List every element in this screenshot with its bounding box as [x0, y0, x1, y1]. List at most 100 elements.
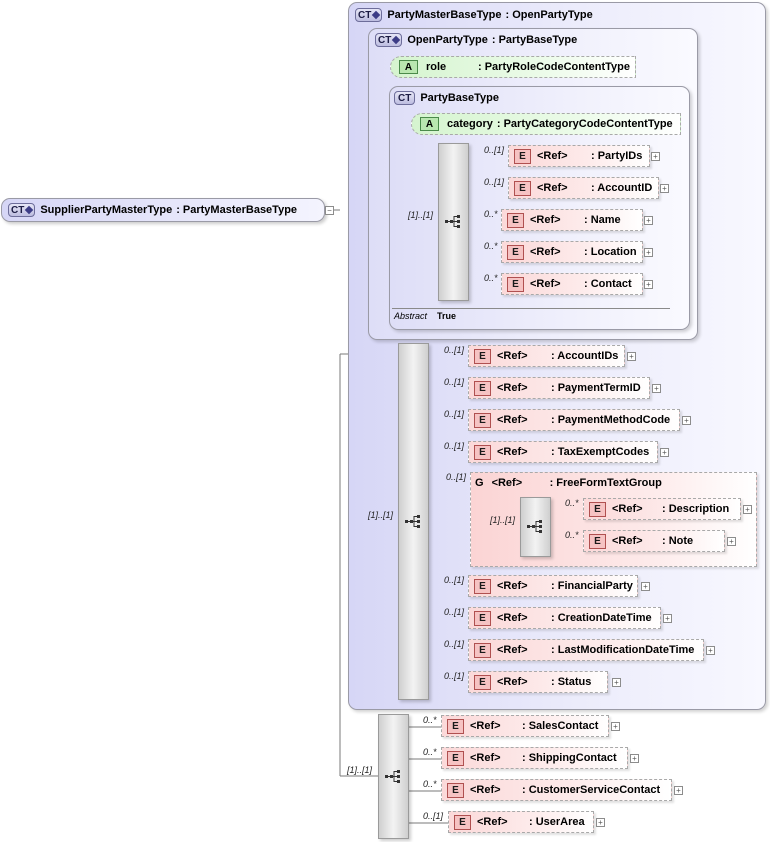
expand-icon[interactable]: +: [644, 248, 653, 257]
attribute-type: : PartyCategoryCodeContentType: [496, 118, 673, 130]
element-status[interactable]: E <Ref> : Status: [468, 671, 608, 693]
element-location[interactable]: E <Ref> : Location: [501, 241, 643, 263]
element-description[interactable]: E <Ref> : Description: [583, 498, 741, 520]
complex-type-icon: CT: [375, 33, 403, 47]
element-payment-term-id[interactable]: E <Ref> : PaymentTermID: [468, 377, 650, 399]
sequence-compositor[interactable]: [398, 343, 429, 700]
open-party-type-header: CT OpenPartyType : PartyBaseType: [375, 33, 577, 47]
element-name: : PartyIDs: [591, 150, 643, 162]
expand-icon[interactable]: +: [663, 614, 672, 623]
element-user-area[interactable]: E <Ref> : UserArea: [448, 811, 594, 833]
expand-icon[interactable]: +: [743, 505, 752, 514]
collapse-icon[interactable]: −: [325, 206, 334, 215]
element-name: : ShippingContact: [522, 752, 617, 764]
cardinality: 0..[1]: [444, 639, 465, 649]
element-name[interactable]: E <Ref> : Name: [501, 209, 643, 231]
cardinality: 0..[1]: [484, 145, 505, 155]
divider: [392, 308, 670, 309]
expand-icon[interactable]: +: [644, 280, 653, 289]
element-account-id[interactable]: E <Ref> : AccountID: [508, 177, 659, 199]
attribute-role[interactable]: A role : PartyRoleCodeContentType: [390, 56, 636, 78]
element-contact[interactable]: E <Ref> : Contact: [501, 273, 643, 295]
ref-label: <Ref>: [612, 503, 643, 515]
element-name: : Status: [551, 676, 592, 688]
expand-icon[interactable]: +: [660, 184, 669, 193]
element-financial-party[interactable]: E <Ref> : FinancialParty: [468, 575, 638, 597]
expand-icon[interactable]: +: [612, 678, 621, 687]
element-name: : Note: [662, 535, 694, 547]
expand-icon[interactable]: +: [674, 786, 683, 795]
cardinality: 0..*: [565, 530, 579, 540]
element-creation-date-time[interactable]: E <Ref> : CreationDateTime: [468, 607, 661, 629]
expand-icon[interactable]: +: [611, 722, 620, 731]
element-name: : CreationDateTime: [551, 612, 652, 624]
ref-label: <Ref>: [497, 382, 528, 394]
element-icon: E: [447, 718, 464, 734]
element-icon: E: [474, 412, 491, 428]
element-name: : CustomerServiceContact: [522, 784, 661, 796]
abstract-value: True: [437, 311, 457, 321]
element-icon: E: [474, 610, 491, 626]
party-master-base-type-header: CT PartyMasterBaseType : OpenPartyType: [355, 8, 593, 22]
element-name: : AccountIDs: [551, 350, 619, 362]
element-tax-exempt-codes[interactable]: E <Ref> : TaxExemptCodes: [468, 441, 658, 463]
group-name: : FreeFormTextGroup: [549, 477, 662, 489]
element-name: : SalesContact: [522, 720, 599, 732]
expand-icon[interactable]: +: [727, 537, 736, 546]
element-name: : AccountID: [591, 182, 653, 194]
expand-icon[interactable]: +: [652, 384, 661, 393]
ref-label: <Ref>: [497, 580, 528, 592]
element-icon: E: [474, 348, 491, 364]
element-icon: E: [514, 180, 531, 196]
expand-icon[interactable]: +: [682, 416, 691, 425]
element-last-modification-date-time[interactable]: E <Ref> : LastModificationDateTime: [468, 639, 704, 661]
root-complex-type[interactable]: CT SupplierPartyMasterType : PartyMaster…: [1, 198, 325, 222]
element-icon: E: [514, 148, 531, 164]
element-payment-method-code[interactable]: E <Ref> : PaymentMethodCode: [468, 409, 680, 431]
ref-label: <Ref>: [491, 477, 523, 489]
expand-icon[interactable]: +: [641, 582, 650, 591]
element-name: : LastModificationDateTime: [551, 644, 695, 656]
sequence-compositor[interactable]: [378, 714, 409, 839]
expand-icon[interactable]: +: [630, 754, 639, 763]
element-account-ids[interactable]: E <Ref> : AccountIDs: [468, 345, 625, 367]
cardinality: 0..*: [423, 747, 437, 757]
expand-icon[interactable]: +: [627, 352, 636, 361]
element-party-ids[interactable]: E <Ref> : PartyIDs: [508, 145, 650, 167]
group-header: G <Ref> : FreeFormTextGroup: [475, 477, 662, 489]
ref-label: <Ref>: [470, 752, 501, 764]
element-shipping-contact[interactable]: E <Ref> : ShippingContact: [441, 747, 628, 769]
sequence-icon: [527, 520, 542, 533]
sequence-icon: [445, 215, 460, 228]
attribute-type: : PartyRoleCodeContentType: [478, 61, 630, 73]
element-icon: E: [474, 642, 491, 658]
expand-icon[interactable]: +: [706, 646, 715, 655]
element-note[interactable]: E <Ref> : Note: [583, 530, 725, 552]
cardinality: 0..*: [484, 241, 498, 251]
expand-icon[interactable]: +: [644, 216, 653, 225]
cardinality: 0..[1]: [444, 607, 465, 617]
cardinality: 0..[1]: [446, 472, 467, 482]
expand-icon[interactable]: +: [596, 818, 605, 827]
complex-type-icon: CT: [355, 8, 383, 22]
element-sales-contact[interactable]: E <Ref> : SalesContact: [441, 715, 609, 737]
sequence-cardinality: [1]..[1]: [347, 765, 373, 775]
attribute-category[interactable]: A category : PartyCategoryCodeContentTyp…: [411, 113, 681, 135]
element-icon: E: [474, 380, 491, 396]
sequence-compositor[interactable]: [438, 143, 469, 301]
element-name: : Contact: [584, 278, 632, 290]
expand-icon[interactable]: +: [651, 152, 660, 161]
element-name: : PaymentMethodCode: [551, 414, 671, 426]
sequence-icon: [405, 514, 420, 528]
element-icon: E: [507, 244, 524, 260]
sequence-icon: [385, 769, 400, 783]
element-name: : UserArea: [529, 816, 585, 828]
expand-icon[interactable]: +: [660, 448, 669, 457]
element-name: : Location: [584, 246, 637, 258]
attribute-name: category: [447, 118, 493, 130]
element-icon: E: [474, 578, 491, 594]
complex-type-icon: CT: [394, 91, 416, 105]
attribute-icon: A: [420, 117, 439, 131]
element-customer-service-contact[interactable]: E <Ref> : CustomerServiceContact: [441, 779, 672, 801]
group-sequence-compositor[interactable]: [520, 497, 551, 557]
